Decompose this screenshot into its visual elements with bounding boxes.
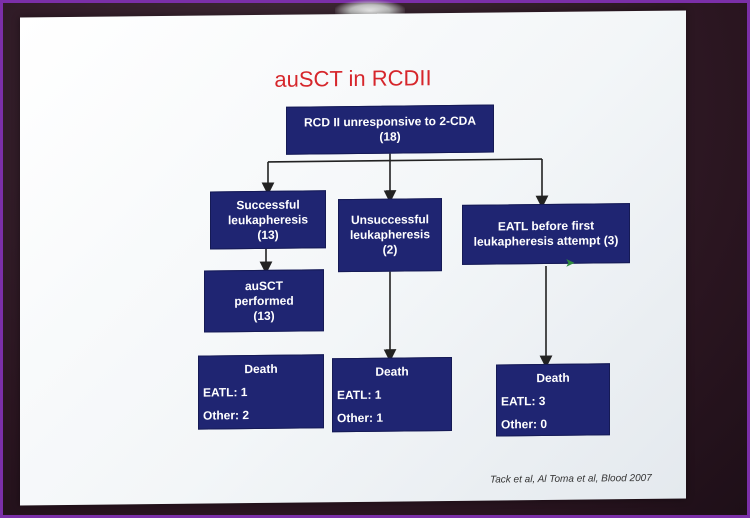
branch-successful-box: Successful leukapheresis (13) [210, 190, 326, 250]
outcome-head: Death [375, 364, 409, 379]
outcome-head: Death [536, 370, 570, 386]
branch-line: Successful [236, 197, 300, 212]
branch-line: (13) [257, 227, 279, 242]
root-line2: (18) [379, 129, 401, 144]
ausct-line: auSCT [244, 278, 283, 293]
outcome-row: Other: 1 [337, 410, 384, 426]
outcome-row: Other: 0 [501, 416, 548, 432]
branch-line: (2) [382, 242, 398, 257]
ausct-line: (13) [253, 308, 275, 323]
outcome-row: Other: 2 [203, 408, 250, 423]
branch-line: EATL before first [497, 218, 595, 234]
outcome-box-3: Death EATL: 3 Other: 0 [496, 363, 610, 437]
branch-unsuccessful-box: Unsuccessful leukapheresis (2) [338, 198, 442, 273]
outcome-head: Death [244, 361, 278, 377]
outcome-row: EATL: 3 [501, 393, 546, 409]
outcome-box-2: Death EATL: 1 Other: 1 [332, 356, 452, 433]
branch-line: leukapheresis [349, 227, 431, 243]
branch-line: leukapheresis attempt (3) [473, 233, 619, 249]
root-line1: RCD II unresponsive to 2-CDA [303, 113, 477, 130]
connector-lines [259, 153, 553, 369]
ausct-box: auSCT performed (13) [204, 269, 324, 333]
outcome-row: EATL: 1 [203, 385, 248, 400]
branch-line: Unsuccessful [350, 212, 430, 228]
branch-eatl-box: EATL before first leukapheresis attempt … [462, 203, 630, 265]
ausct-line: performed [234, 293, 294, 308]
outcome-row: EATL: 1 [337, 387, 382, 403]
citation: Tack et al, Al Toma et al, Blood 2007 [490, 472, 652, 486]
slide: auSCT in RCDII RCD II unresponsive to 2-… [20, 10, 686, 506]
pointer-cursor-icon: ➤ [565, 255, 576, 270]
branch-bar [268, 158, 542, 163]
root-box: RCD II unresponsive to 2-CDA (18) [286, 104, 494, 155]
outcome-box-1: Death EATL: 1 Other: 2 [198, 354, 324, 430]
branch-line: leukapheresis [227, 211, 309, 227]
